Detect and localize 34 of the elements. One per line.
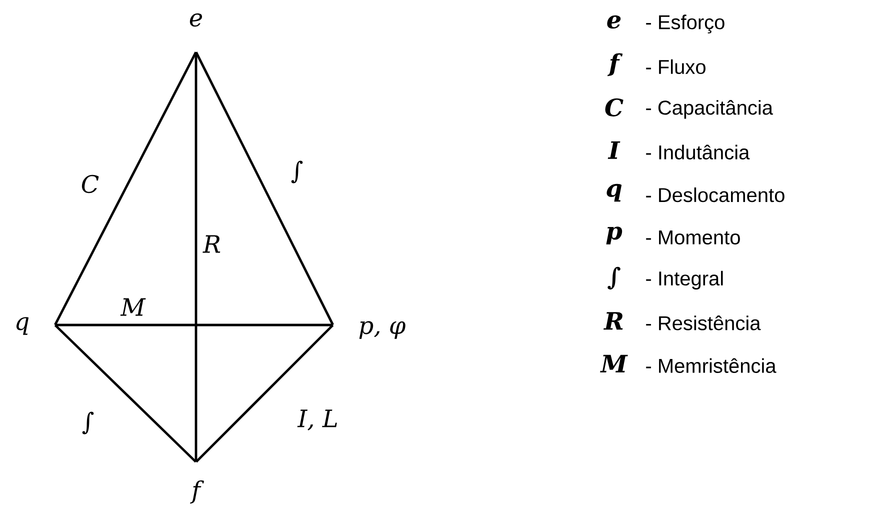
symbol: q: [606, 184, 622, 202]
symbol: ∫: [608, 266, 620, 290]
legend-text: - Deslocamento: [646, 187, 784, 202]
legend-text: - Indutância: [646, 144, 750, 160]
legend-text: - Momento: [646, 230, 740, 244]
symbol: p: [606, 226, 622, 244]
line: [194, 52, 198, 462]
line: [195, 324, 334, 463]
edge-label: R: [202, 234, 222, 254]
edge-label: M: [120, 297, 146, 317]
vertex-label: f: [190, 480, 204, 504]
legend-text: - Memristência: [646, 358, 776, 373]
symbol: e: [607, 15, 621, 29]
edge-label: C: [80, 174, 100, 194]
edge-label: ∫: [290, 160, 304, 184]
vertex-label: e: [190, 13, 202, 27]
line: [195, 52, 334, 326]
legend-text: - Esforço: [646, 14, 724, 34]
symbol: R: [603, 312, 623, 330]
symbol: C: [605, 98, 624, 116]
line: [54, 52, 197, 326]
symbol: I: [608, 141, 620, 159]
legend-text: - Fluxo: [646, 59, 706, 74]
line: [55, 324, 333, 326]
vertex-label: p, φ: [359, 321, 406, 339]
line: [54, 324, 197, 463]
legend-text: - Integral: [646, 270, 723, 290]
legend-text: - Resistência: [646, 316, 761, 330]
symbol: f: [607, 53, 623, 76]
vertex-label: q: [16, 317, 29, 335]
edge-label: ∫: [80, 410, 96, 436]
legend-text: - Capacitância: [646, 100, 773, 119]
edge-label: I, L: [296, 408, 340, 432]
symbol: M: [600, 354, 628, 372]
